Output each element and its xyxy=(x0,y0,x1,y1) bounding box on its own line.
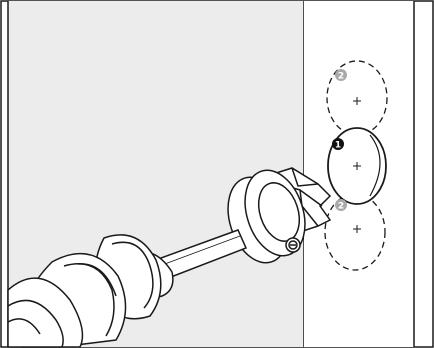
crosshair-icon xyxy=(353,162,361,170)
marker-primary-label: 1 xyxy=(335,141,341,151)
marker-secondary-upper-label: 2 xyxy=(338,72,344,82)
hole-depth-shading xyxy=(369,134,381,197)
crosshair-icon xyxy=(353,97,361,105)
forstner-bit-icon xyxy=(227,167,332,264)
marker-primary: 1 xyxy=(332,138,344,151)
crosshair-icon xyxy=(353,225,361,233)
marker-secondary-upper: 2 xyxy=(335,69,347,82)
marker-secondary-lower-label: 2 xyxy=(338,202,344,212)
marker-secondary-lower: 2 xyxy=(335,199,347,212)
drill-icon xyxy=(7,234,174,348)
